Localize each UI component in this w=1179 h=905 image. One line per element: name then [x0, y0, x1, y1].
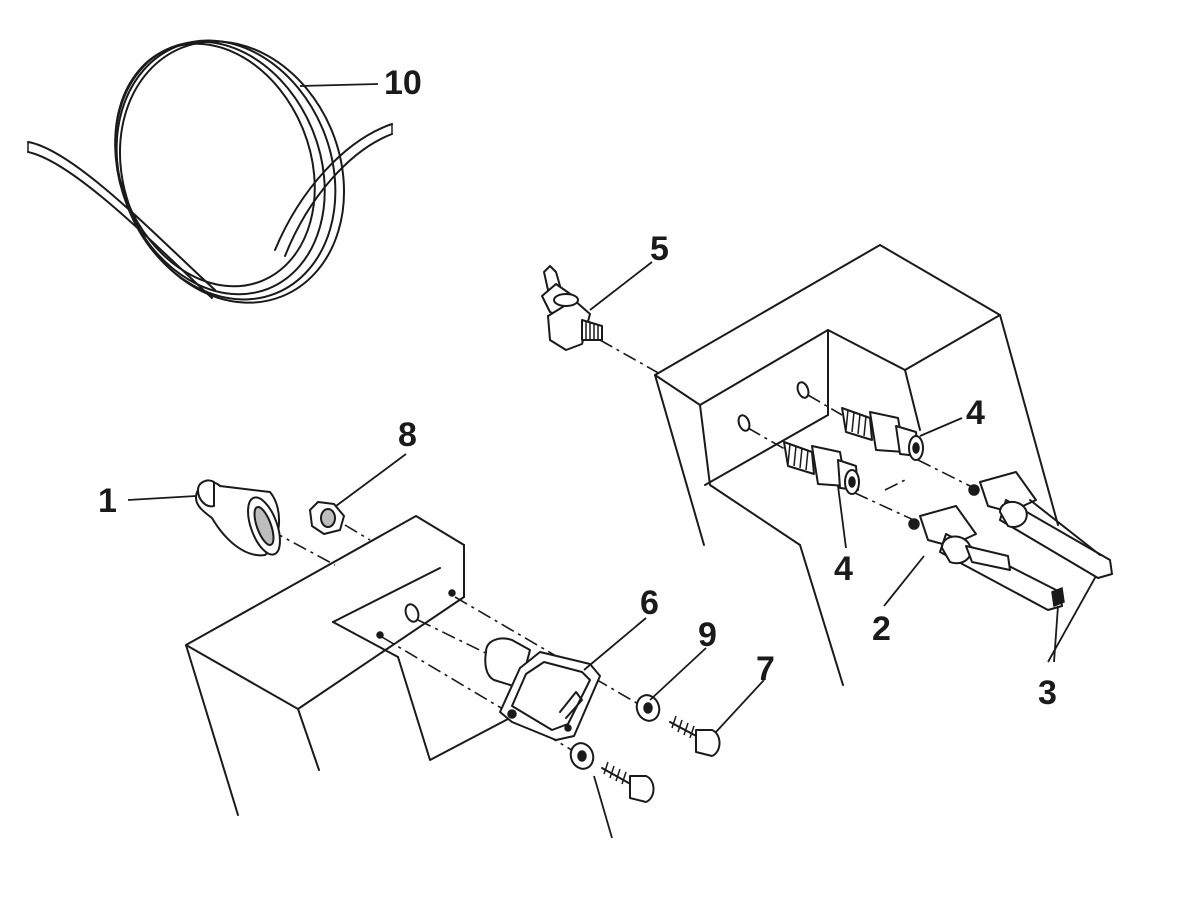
callout-1: 1 — [98, 482, 117, 520]
hex-nut-part-8 — [309, 501, 345, 535]
coupling-part-4-lower — [783, 441, 860, 495]
callout-2: 2 — [872, 610, 891, 648]
callout-7: 7 — [756, 650, 775, 688]
callout-3: 3 — [1038, 674, 1057, 712]
lower-mounting-panel — [185, 515, 511, 816]
screw-part-7 — [669, 715, 721, 757]
washer-lower — [569, 742, 595, 770]
leader-lines — [127, 83, 1097, 839]
callout-10: 10 — [384, 64, 422, 102]
upper-mounting-panel — [654, 244, 1059, 686]
assembly-centerlines-upper — [599, 339, 979, 523]
callout-9: 9 — [698, 616, 717, 654]
assembly-centerlines-lower — [269, 524, 641, 756]
callout-5: 5 — [650, 230, 669, 268]
elbow-fitting-part-5 — [541, 265, 603, 351]
screw-lower — [601, 761, 655, 803]
switch-body-part-6 — [484, 637, 601, 741]
callout-4-upper: 4 — [966, 394, 985, 432]
clip-assembly-part-3-upper — [968, 471, 1113, 579]
callout-6: 6 — [640, 584, 659, 622]
coupling-part-4-upper — [841, 407, 924, 461]
washer-part-9 — [635, 694, 661, 722]
callout-4-lower: 4 — [834, 550, 853, 588]
callout-8: 8 — [398, 416, 417, 454]
coiled-tube-part-10 — [27, 39, 393, 304]
bell-cap-part-1 — [195, 479, 281, 557]
clip-assembly-part-2-lower — [908, 505, 1065, 611]
